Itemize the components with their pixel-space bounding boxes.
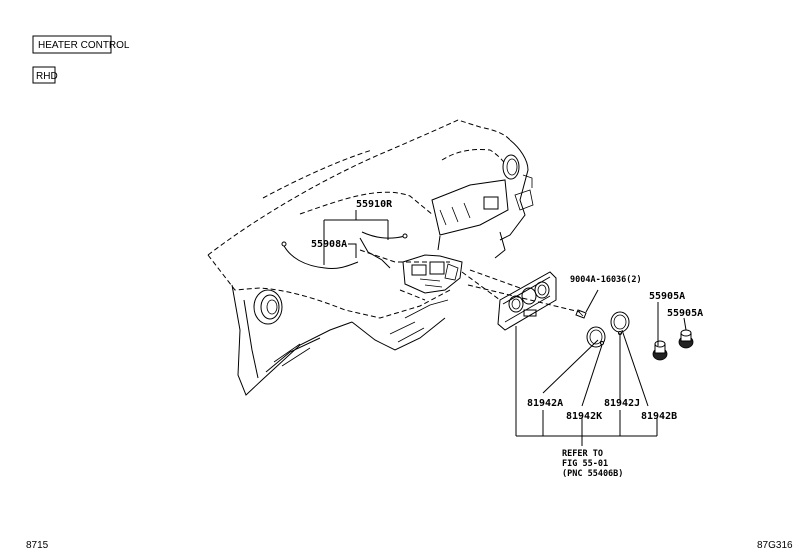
knob-55905a-1 bbox=[652, 340, 668, 361]
screw-9004a bbox=[575, 289, 599, 319]
rhd-label-box: RHD bbox=[32, 66, 58, 84]
part-label-55908a: 55908A bbox=[311, 239, 347, 250]
leader-55905a bbox=[657, 302, 687, 346]
reference-note-line3: (PNC 55406B) bbox=[562, 469, 623, 479]
part-label-55905a-1: 55905A bbox=[649, 291, 685, 302]
knob-ring-81942a bbox=[586, 326, 606, 348]
part-label-55905a-2: 55905A bbox=[667, 308, 703, 319]
footer-right-code: 87G316 bbox=[757, 540, 793, 551]
part-label-81942k: 81942K bbox=[566, 411, 602, 422]
center-console-bracket bbox=[402, 254, 463, 294]
part-label-81942a: 81942A bbox=[527, 398, 563, 409]
heater-control-label: HEATER CONTROL bbox=[38, 40, 130, 51]
left-round-vent bbox=[253, 289, 283, 325]
part-label-81942j: 81942J bbox=[604, 398, 640, 409]
instrument-panel-outline bbox=[207, 119, 521, 319]
leader-55908a bbox=[348, 243, 357, 258]
left-side-panel bbox=[231, 284, 449, 396]
leader-81942 bbox=[542, 329, 649, 407]
reference-note: REFER TO FIG 55-01 (PNC 55406B) bbox=[562, 449, 623, 479]
reference-note-line1: REFER TO bbox=[562, 449, 603, 459]
heater-control-panel bbox=[497, 271, 557, 331]
part-label-81942b: 81942B bbox=[641, 411, 677, 422]
reference-note-line2: FIG 55-01 bbox=[562, 459, 608, 469]
assembly-dashed-lines bbox=[461, 271, 581, 313]
part-label-55910r: 55910R bbox=[356, 199, 393, 210]
leader-55910r bbox=[323, 210, 389, 265]
rhd-label: RHD bbox=[36, 71, 58, 82]
reference-bracket bbox=[515, 326, 658, 446]
knob-55905a-2 bbox=[678, 329, 694, 349]
right-cluster-area bbox=[431, 139, 534, 259]
heater-control-label-box: HEATER CONTROL bbox=[32, 35, 130, 54]
knob-ring-81942j bbox=[610, 311, 630, 335]
part-label-9004a: 9004A-16036(2) bbox=[570, 275, 642, 285]
control-cables bbox=[281, 231, 408, 269]
footer-left-code: 8715 bbox=[26, 540, 49, 551]
